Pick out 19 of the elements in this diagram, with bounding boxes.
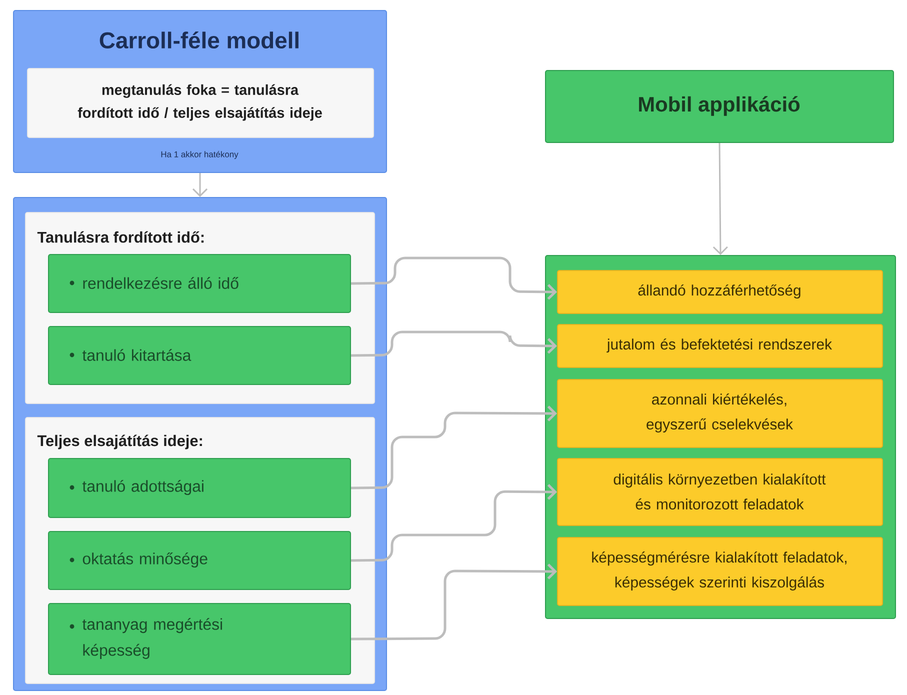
feature-box: állandó hozzáférhetőség	[557, 270, 883, 314]
factor-box: tanuló kitartása	[48, 326, 351, 385]
arrow	[351, 330, 557, 357]
arrow	[351, 406, 557, 490]
factor-box: rendelkezésre álló idő	[48, 254, 351, 313]
feature-box: digitális környezetben kialakított és monitorozott feladatok	[557, 458, 883, 526]
app-box: Mobil applikáció	[545, 70, 894, 143]
feature-box: képességmérésre kialakított feladatok, képességek szerinti kiszolgálás	[557, 537, 883, 606]
arrow	[712, 143, 728, 255]
arrow	[192, 173, 208, 197]
factor-box: tananyag megértési képesség	[48, 603, 351, 675]
arrow	[351, 564, 557, 640]
feature-box: azonnali kiértékelés, egyszerű cselekvések	[557, 379, 883, 448]
arrow	[351, 256, 557, 300]
formula-box: megtanulás foka = tanulásra fordított idő / teljes elsajátítás ideje	[27, 68, 374, 138]
factor-box: oktatás minősége	[48, 531, 351, 590]
arrow	[351, 484, 557, 562]
feature-box: jutalom és befektetési rendszerek	[557, 324, 883, 368]
factor-box: tanuló adottságai	[48, 458, 351, 518]
